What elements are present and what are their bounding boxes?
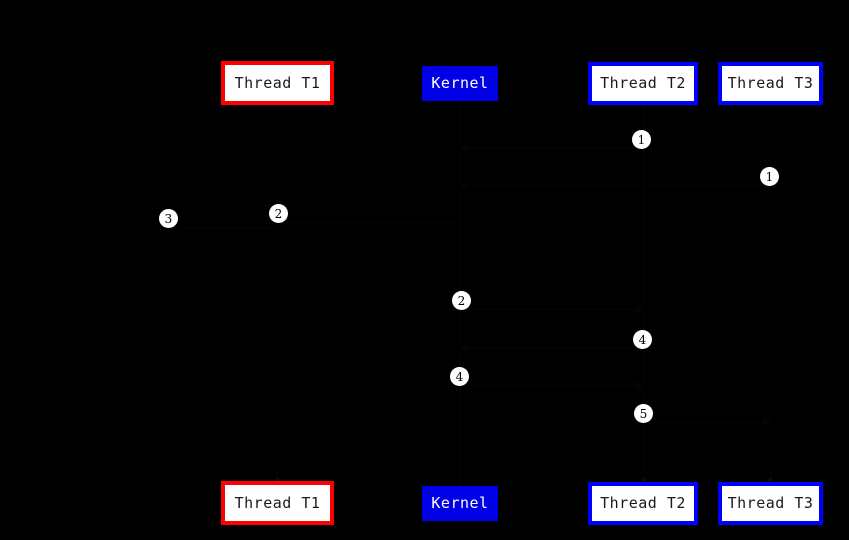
participant-thread-t3-bottom[interactable]: Thread T3	[718, 482, 823, 525]
step-marker: 1	[760, 167, 779, 186]
message-arrow-4	[168, 228, 277, 229]
step-number: 3	[164, 211, 173, 226]
message-arrowhead-1	[460, 144, 467, 152]
step-number: 2	[457, 293, 466, 308]
step-marker: 1	[632, 130, 651, 149]
participant-kernel-top[interactable]: Kernel	[422, 66, 498, 101]
participant-label: Thread T1	[234, 493, 321, 512]
message-arrowhead-6	[460, 344, 467, 352]
message-arrow-7	[460, 385, 643, 386]
participant-label: Thread T1	[234, 73, 321, 92]
lifeline-t3	[770, 105, 771, 482]
participant-thread-t2-bottom[interactable]: Thread T2	[588, 482, 698, 525]
participant-label: Thread T3	[727, 494, 814, 512]
step-marker: 4	[450, 367, 469, 386]
message-arrowhead-7	[636, 381, 643, 389]
step-marker: 4	[633, 330, 652, 349]
step-marker: 5	[634, 404, 653, 423]
message-arrow-5	[460, 309, 643, 310]
lifeline-nub-t3-bottom	[768, 478, 773, 482]
lifeline-nub-t2-bottom	[641, 478, 646, 482]
message-arrow-6	[460, 348, 643, 349]
lifeline-t1	[277, 105, 278, 481]
message-arrow-2	[460, 185, 770, 186]
participant-kernel-bottom[interactable]: Kernel	[422, 486, 498, 521]
lifeline-t2	[643, 105, 644, 482]
participant-label: Thread T2	[600, 74, 686, 92]
step-number: 2	[274, 206, 283, 221]
step-marker: 3	[159, 209, 178, 228]
step-number: 1	[765, 169, 774, 184]
participant-label: Thread T2	[600, 494, 686, 512]
message-arrowhead-5	[636, 305, 643, 313]
message-arrow-1	[460, 148, 643, 149]
step-number: 4	[455, 369, 464, 384]
step-number: 1	[637, 132, 646, 147]
step-marker: 2	[269, 204, 288, 223]
message-arrow-8	[643, 422, 770, 423]
participant-thread-t2-top[interactable]: Thread T2	[588, 62, 698, 105]
message-arrowhead-8	[763, 418, 770, 426]
participant-thread-t1-bottom[interactable]: Thread T1	[221, 481, 334, 525]
step-number: 4	[638, 332, 647, 347]
message-arrowhead-4	[168, 224, 175, 232]
step-marker: 2	[452, 291, 471, 310]
step-number: 5	[639, 406, 648, 421]
participant-label: Kernel	[431, 494, 489, 512]
message-arrow-3	[277, 222, 460, 223]
message-arrowhead-2	[460, 181, 467, 189]
lifeline-nub-t1-bottom	[275, 478, 280, 482]
participant-label: Thread T3	[727, 74, 814, 92]
participant-thread-t1-top[interactable]: Thread T1	[221, 61, 334, 105]
participant-thread-t3-top[interactable]: Thread T3	[718, 62, 823, 105]
participant-label: Kernel	[431, 74, 489, 92]
